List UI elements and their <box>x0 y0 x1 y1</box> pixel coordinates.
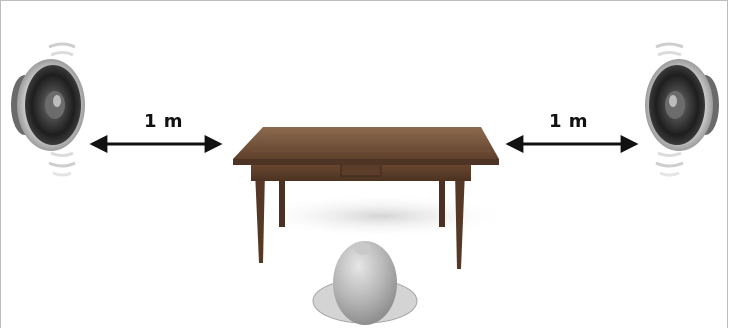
right-speaker-icon <box>645 44 719 175</box>
listener-head-icon <box>313 241 417 325</box>
left-distance-label: 1 m <box>144 111 183 132</box>
left-speaker-icon <box>11 44 85 175</box>
right-distance-label: 1 m <box>549 111 588 132</box>
